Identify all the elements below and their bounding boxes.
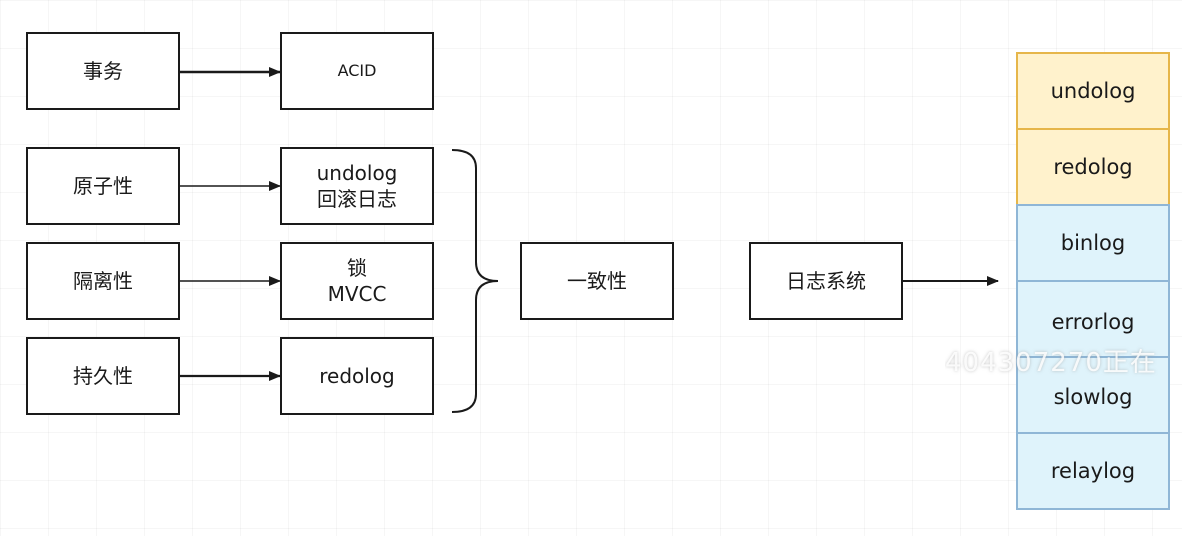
log-system-label: 日志系统 xyxy=(786,269,866,293)
durability-box: 持久性 xyxy=(26,337,180,415)
log-stack-item-redolog: redolog xyxy=(1016,128,1170,206)
acid-label: ACID xyxy=(337,61,377,80)
log-stack-item-label: redolog xyxy=(1053,155,1133,179)
rollback-log-label: 回滚日志 xyxy=(317,187,397,211)
redolog-box: redolog xyxy=(280,337,434,415)
atomicity-box: 原子性 xyxy=(26,147,180,225)
mvcc-label: MVCC xyxy=(327,282,387,306)
transaction-box: 事务 xyxy=(26,32,180,110)
log-stack-item-undolog: undolog xyxy=(1016,52,1170,130)
lock-mvcc-box: 锁 MVCC xyxy=(280,242,434,320)
log-stack-item-label: errorlog xyxy=(1051,310,1135,334)
watermark-text: 404307270正在 xyxy=(945,348,1157,378)
transaction-label: 事务 xyxy=(83,59,123,83)
log-stack-item-label: binlog xyxy=(1060,231,1126,255)
log-stack-item-label: undolog xyxy=(1050,79,1136,103)
acid-box: ACID xyxy=(280,32,434,110)
consistency-box: 一致性 xyxy=(520,242,674,320)
atomicity-label: 原子性 xyxy=(73,174,133,198)
log-stack-item-label: relaylog xyxy=(1050,459,1136,483)
log-stack-item-binlog: binlog xyxy=(1016,204,1170,282)
log-stack-item-slowlog: slowlog xyxy=(1016,356,1170,434)
curly-brace xyxy=(451,149,499,413)
undolog-label: undolog xyxy=(316,161,398,185)
lock-label: 锁 xyxy=(347,256,367,280)
redolog-label: redolog xyxy=(319,364,395,388)
durability-label: 持久性 xyxy=(73,364,133,388)
isolation-box: 隔离性 xyxy=(26,242,180,320)
isolation-label: 隔离性 xyxy=(73,269,133,293)
log-stack-item-errorlog: errorlog xyxy=(1016,280,1170,358)
undolog-rollback-box: undolog 回滚日志 xyxy=(280,147,434,225)
log-stack-item-relaylog: relaylog xyxy=(1016,432,1170,510)
consistency-label: 一致性 xyxy=(567,269,627,293)
log-stack-item-label: slowlog xyxy=(1053,385,1133,409)
log-system-box: 日志系统 xyxy=(749,242,903,320)
